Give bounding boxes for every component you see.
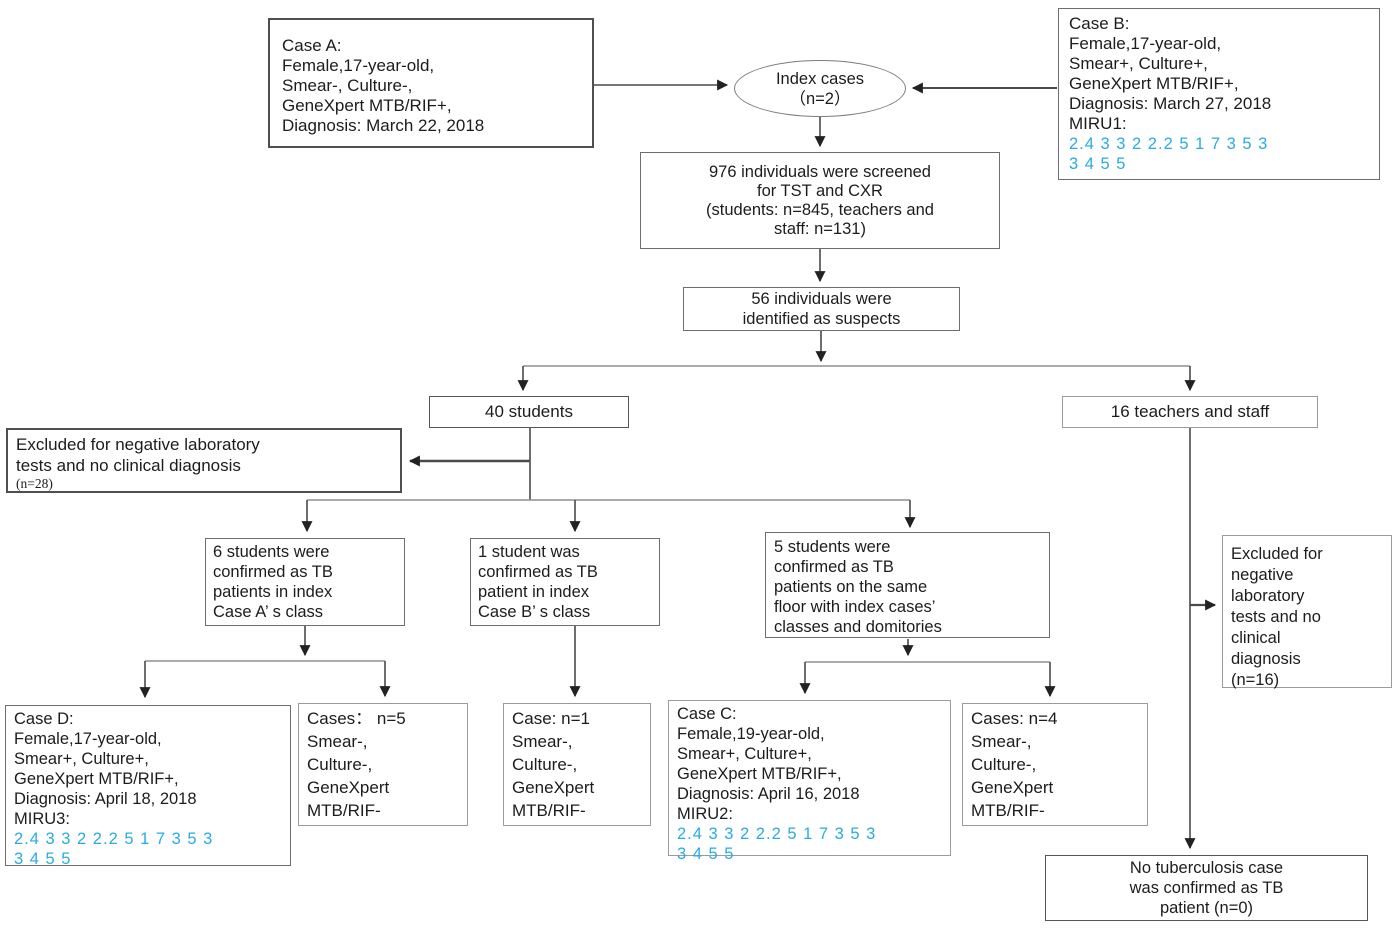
excluded-students-count: (n=28) <box>16 476 53 491</box>
excluded-students-text: Excluded for negative laboratory tests a… <box>16 435 260 475</box>
node-case-a: Case A: Female,17-year-old, Smear-, Cult… <box>268 18 594 148</box>
node-no-tb: No tuberculosis case was confirmed as TB… <box>1045 855 1368 921</box>
node-case-c: Case C: Female,19-year-old, Smear+, Cult… <box>668 700 951 863</box>
class-a-patients-text: 6 students were confirmed as TB patients… <box>213 543 333 621</box>
case-c-text: Case C: Female,19-year-old, Smear+, Cult… <box>677 705 860 823</box>
node-16-teachers: 16 teachers and staff <box>1062 396 1318 428</box>
node-cases-n5: Cases： n=5 Smear-, Culture-, GeneXpert M… <box>298 703 468 826</box>
node-screened: 976 individuals were screened for TST an… <box>640 152 1000 249</box>
same-floor-patients-text: 5 students were confirmed as TB patients… <box>774 538 942 636</box>
node-cases-n4: Cases: n=4 Smear-, Culture-, GeneXpert M… <box>962 703 1148 826</box>
16-teachers-text: 16 teachers and staff <box>1110 402 1270 421</box>
class-b-patients-text: 1 student was confirmed as TB patient in… <box>478 543 598 621</box>
index-cases-line1: Index cases <box>775 69 865 88</box>
case-d-miru-numbers: 2.4 3 3 2 2.2 5 1 7 3 5 3 3 4 5 5 <box>14 830 214 868</box>
case-b-miru-numbers: 2.4 3 3 2 2.2 5 1 7 3 5 3 3 4 5 5 <box>1069 135 1269 173</box>
case-b-text: Case B: Female,17-year-old, Smear+, Cult… <box>1069 14 1272 133</box>
node-class-b-patients: 1 student was confirmed as TB patient in… <box>470 538 660 626</box>
suspects-text: 56 individuals were identified as suspec… <box>742 290 901 328</box>
node-class-a-patients: 6 students were confirmed as TB patients… <box>205 538 405 626</box>
node-case-n1: Case: n=1 Smear-, Culture-, GeneXpert MT… <box>503 703 651 826</box>
case-c-miru-numbers: 2.4 3 3 2 2.2 5 1 7 3 5 3 3 4 5 5 <box>677 825 877 863</box>
no-tb-text: No tuberculosis case was confirmed as TB… <box>1129 859 1284 917</box>
excluded-teachers-text: Excluded for negative laboratory tests a… <box>1231 545 1323 689</box>
node-same-floor-patients: 5 students were confirmed as TB patients… <box>765 532 1050 638</box>
case-a-text: Case A: Female,17-year-old, Smear-, Cult… <box>282 36 485 135</box>
screened-text: 976 individuals were screened for TST an… <box>706 162 934 238</box>
cases-n5-text: Cases： n=5 Smear-, Culture-, GeneXpert M… <box>307 709 406 820</box>
node-case-b: Case B: Female,17-year-old, Smear+, Cult… <box>1058 8 1380 180</box>
40-students-text: 40 students <box>485 402 573 421</box>
node-index-cases: Index cases （n=2） <box>734 60 906 117</box>
case-n1-text: Case: n=1 Smear-, Culture-, GeneXpert MT… <box>512 709 595 820</box>
node-excluded-students: Excluded for negative laboratory tests a… <box>6 428 402 493</box>
cases-n4-text: Cases: n=4 Smear-, Culture-, GeneXpert M… <box>971 709 1058 820</box>
index-cases-line2: （n=2） <box>789 89 851 108</box>
node-suspects: 56 individuals were identified as suspec… <box>683 287 960 331</box>
node-40-students: 40 students <box>429 396 629 428</box>
node-case-d: Case D: Female,17-year-old, Smear+, Cult… <box>5 705 291 868</box>
case-d-text: Case D: Female,17-year-old, Smear+, Cult… <box>14 710 197 828</box>
node-excluded-teachers: Excluded for negative laboratory tests a… <box>1222 535 1392 689</box>
